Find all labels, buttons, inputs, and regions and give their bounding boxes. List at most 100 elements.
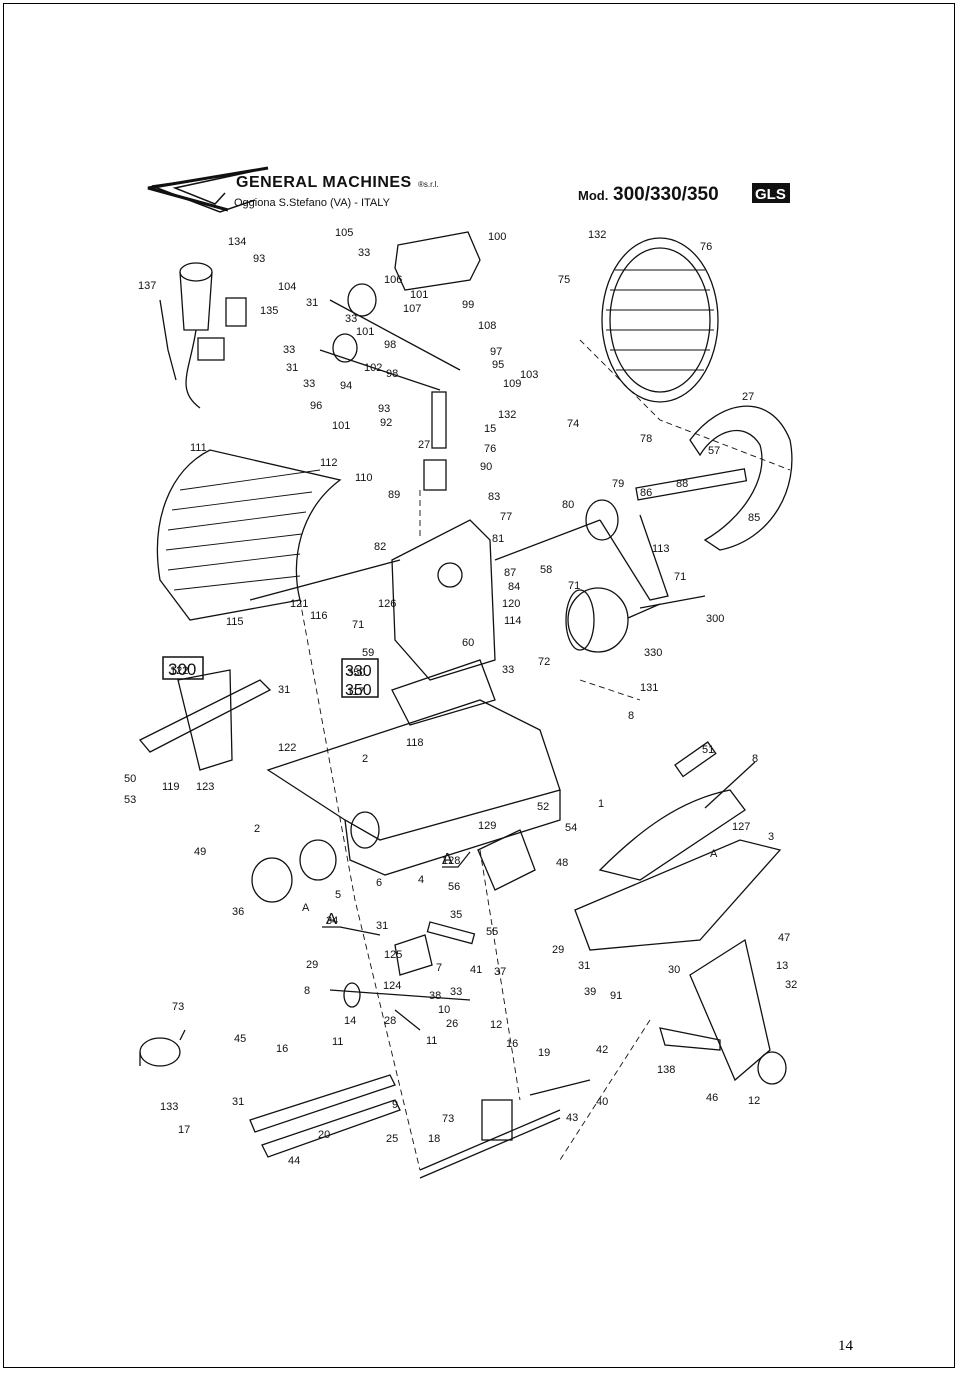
part-label: 118: [406, 737, 424, 749]
part-label: 31: [306, 297, 318, 309]
part-label: 92: [380, 417, 392, 429]
part-label: 45: [234, 1033, 246, 1045]
part-label: 7: [436, 962, 442, 974]
part-label: 59: [362, 647, 374, 659]
part-label: 33: [358, 247, 370, 259]
part-label: 56: [448, 881, 460, 893]
part-label: 43: [566, 1112, 578, 1124]
part-label: 60: [462, 637, 474, 649]
part-label: 18: [428, 1133, 440, 1145]
part-label: 76: [700, 241, 712, 253]
part-label: 6: [376, 877, 382, 889]
part-label: 97: [490, 346, 502, 358]
part-label: 99: [462, 299, 474, 311]
part-label: 31: [278, 684, 290, 696]
variant-box: 330: [345, 663, 372, 680]
part-label: 27: [742, 391, 754, 403]
part-label: 87: [504, 567, 516, 579]
part-label: 125: [384, 949, 402, 961]
part-label: 58: [540, 564, 552, 576]
part-label: 110: [355, 472, 373, 484]
part-label: 4: [418, 874, 424, 886]
part-label: 39: [584, 986, 596, 998]
part-label: 111: [190, 442, 207, 454]
part-label: 28: [384, 1015, 396, 1027]
part-label: 121: [290, 598, 308, 610]
part-label: 12: [490, 1019, 502, 1031]
part-label: 19: [538, 1047, 550, 1059]
part-label: A: [710, 848, 718, 860]
part-label: 29: [306, 959, 318, 971]
part-label: 122: [170, 665, 188, 677]
page-border: [3, 3, 955, 1368]
part-label: 350: [347, 667, 365, 679]
part-label: 300: [706, 613, 724, 625]
part-label: 72: [538, 656, 550, 668]
part-label: 88: [676, 478, 688, 490]
part-label: 32: [785, 979, 797, 991]
part-label: 132: [588, 229, 606, 241]
part-label: 12: [748, 1095, 760, 1107]
model-numbers: 300/330/350: [613, 184, 719, 205]
part-label: 53: [124, 794, 136, 806]
company-logo: GENERAL MACHINES ®s.r.l. Oggiona S.Stefa…: [147, 166, 439, 213]
part-label: 96: [310, 400, 322, 412]
part-label: 8: [752, 753, 758, 765]
part-label: 80: [562, 499, 574, 511]
part-label: 33: [345, 313, 357, 325]
part-label: 127: [732, 821, 750, 833]
part-label: 33: [450, 986, 462, 998]
part-label: 138: [657, 1064, 675, 1076]
part-label: 11: [332, 1036, 343, 1048]
part-label: 29: [552, 944, 564, 956]
part-label: 20: [318, 1129, 330, 1141]
part-label: 40: [596, 1096, 608, 1108]
part-label: 34: [326, 915, 338, 927]
part-label: 2: [362, 753, 368, 765]
part-label: 41: [470, 964, 482, 976]
section-marker: A: [442, 851, 453, 868]
part-label: 71: [674, 571, 686, 583]
part-label: 82: [374, 541, 386, 553]
part-label: 86: [640, 487, 652, 499]
part-label: 11: [426, 1035, 437, 1047]
part-label: 16: [276, 1043, 288, 1055]
part-label: 51: [702, 744, 714, 756]
part-label: 85: [748, 512, 760, 524]
part-label: 73: [442, 1113, 454, 1125]
part-label: 16: [506, 1038, 518, 1050]
part-label: 38: [429, 990, 441, 1002]
part-label: 109: [503, 378, 521, 390]
part-label: 90: [480, 461, 492, 473]
part-label: 107: [403, 303, 421, 315]
part-label: 84: [508, 581, 520, 593]
part-label: 93: [253, 253, 265, 265]
part-label: 33: [502, 664, 514, 676]
part-label: 105: [335, 227, 353, 239]
part-label: 26: [446, 1018, 458, 1030]
part-label: 55: [486, 926, 498, 938]
part-label: 50: [124, 773, 136, 785]
part-label: 133: [160, 1101, 178, 1113]
part-drawings: [138, 231, 793, 1179]
part-label: 102: [364, 362, 382, 374]
part-label: 122: [278, 742, 296, 754]
part-label: 52: [537, 801, 549, 813]
variant-box: 300: [168, 660, 196, 679]
part-label: 14: [344, 1015, 356, 1027]
part-label: 113: [652, 543, 670, 555]
part-label: 5: [335, 889, 341, 901]
part-label: 83: [488, 491, 500, 503]
part-label: 78: [640, 433, 652, 445]
part-label: 91: [610, 990, 622, 1002]
model-suffix: GLS: [755, 186, 786, 203]
part-label: 48: [556, 857, 568, 869]
part-label: 129: [478, 820, 496, 832]
part-label: 126: [378, 598, 396, 610]
part-label: 27: [418, 439, 430, 451]
part-label: 106: [384, 274, 402, 286]
part-label: 9: [392, 1099, 398, 1111]
part-label: 134: [228, 236, 246, 248]
model-prefix: Mod.: [578, 188, 608, 203]
part-label: 116: [310, 610, 328, 622]
